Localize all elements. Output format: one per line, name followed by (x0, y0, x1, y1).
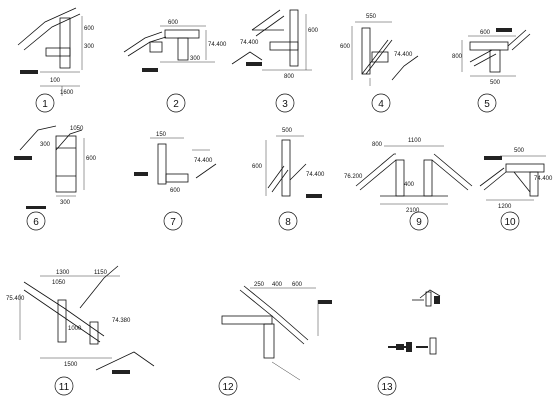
dim-label: 74.400 (240, 40, 259, 46)
dim-label: 500 (282, 128, 293, 134)
detail-number-bubble (278, 211, 298, 231)
detail-number: 4 (378, 99, 384, 110)
detail-number-bubble (275, 93, 295, 113)
dim-label: 600 (308, 28, 319, 34)
detail-number-bubble (409, 211, 429, 231)
detail-number: 3 (282, 99, 288, 110)
dim-label: 1000 (68, 326, 82, 332)
dim-label: 1600 (60, 90, 74, 96)
detail-13 (388, 289, 441, 355)
dim-label: 600 (86, 156, 97, 162)
dim-label: 1050 (52, 280, 66, 286)
dim-label: 74.400 (306, 172, 325, 178)
dim-label: 76.200 (344, 174, 363, 180)
detail-bubbles: 1 2 3 4 5 6 7 8 9 10 11 12 13 (26, 93, 520, 396)
dim-label: 300 (84, 44, 95, 50)
dim-label: 300 (190, 56, 201, 62)
detail-number: 12 (222, 382, 234, 393)
dim-label: 1500 (64, 362, 78, 368)
dim-label: 600 (168, 20, 179, 26)
detail-number: 10 (504, 217, 516, 228)
dim-label: 800 (452, 54, 463, 60)
detail-9: 800 1100 400 2100 76.200 (344, 138, 473, 214)
dim-label: 74.400 (208, 42, 227, 48)
dim-label: 1200 (498, 204, 512, 210)
detail-12: 250 400 600 (221, 282, 332, 381)
dim-label: 500 (514, 148, 525, 154)
detail-number: 6 (33, 217, 39, 228)
dim-label: 600 (292, 282, 303, 288)
dim-label: 74.400 (534, 176, 553, 182)
detail-number: 9 (416, 217, 422, 228)
detail-number: 2 (173, 99, 179, 110)
dim-label: 2100 (406, 208, 420, 214)
detail-1: 600 300 100 1600 (17, 7, 95, 96)
dim-label: 300 (60, 200, 71, 206)
detail-number-bubble (377, 376, 397, 396)
dim-label: 600 (340, 44, 351, 50)
dim-label: 150 (156, 132, 167, 138)
detail-6: 1050 300 600 300 (14, 125, 97, 209)
detail-3: 74.400 600 800 (231, 9, 319, 80)
dim-label: 75.400 (6, 296, 25, 302)
dim-label: 250 (254, 282, 265, 288)
detail-number: 13 (381, 382, 393, 393)
detail-number-bubble (218, 376, 238, 396)
dim-label: 600 (252, 164, 263, 170)
detail-number-bubble (54, 376, 74, 396)
detail-number: 5 (484, 99, 490, 110)
dim-label: 1050 (70, 126, 84, 132)
dim-label: 1150 (94, 270, 108, 276)
detail-number-bubble (35, 93, 55, 113)
dim-label: 600 (480, 30, 491, 36)
detail-number-bubble (26, 211, 46, 231)
detail-5: 600 800 500 (452, 28, 531, 86)
dim-label: 74.380 (112, 318, 131, 324)
detail-number: 7 (170, 217, 176, 228)
detail-number-bubble (166, 93, 186, 113)
dim-label: 600 (84, 26, 95, 32)
detail-number-bubble (477, 93, 497, 113)
dim-label: 74.400 (194, 158, 213, 164)
detail-2: 600 300 74.400 (123, 20, 227, 72)
detail-number-bubble (500, 211, 520, 231)
detail-number: 8 (285, 217, 291, 228)
dim-label: 300 (40, 142, 51, 148)
dim-label: 800 (284, 74, 295, 80)
dim-label: 550 (366, 14, 377, 20)
detail-number: 1 (42, 99, 48, 110)
detail-number-bubble (163, 211, 183, 231)
detail-4: 550 74.400 600 (340, 14, 419, 86)
dim-label: 400 (272, 282, 283, 288)
detail-11: 1300 1150 1050 75.400 1000 1500 74.380 (6, 265, 155, 374)
dim-label: 500 (490, 80, 501, 86)
detail-number: 11 (59, 382, 70, 393)
dim-label: 100 (50, 78, 61, 84)
detail-7: 74.400 150 600 (134, 132, 217, 194)
dim-label: 1300 (56, 270, 70, 276)
dim-label: 800 (372, 142, 383, 148)
dim-label: 1100 (408, 138, 422, 144)
detail-8: 500 74.400 600 (252, 128, 325, 198)
dim-label: 74.400 (394, 52, 413, 58)
dim-label: 400 (404, 182, 415, 188)
dim-label: 600 (170, 188, 181, 194)
detail-number-bubble (371, 93, 391, 113)
detail-10: 500 74.400 1200 (479, 148, 553, 210)
